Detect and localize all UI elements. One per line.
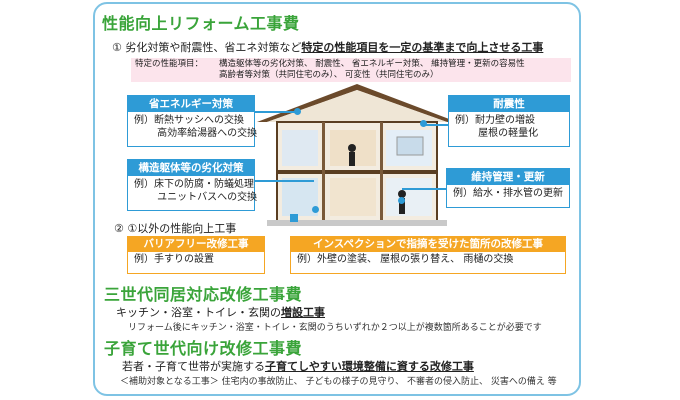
performance-items-text: 構造躯体等の劣化対策、 耐震性、 省エネルギー対策、 維持管理・更新の容易性高齢… [219, 59, 525, 80]
energy-connector [254, 111, 298, 113]
seismic-title: 耐震性 [449, 96, 569, 112]
section1-heading: 性能向上リフォーム工事費 [102, 14, 300, 33]
maintenance-dot [398, 197, 405, 204]
barrier-free-line: 例）手すりの設置 [134, 254, 214, 265]
energy-line-1: 例）断熱サッシへの交換 [134, 115, 244, 126]
energy-line-2: 高効率給湯器への交換 [134, 128, 258, 139]
barrier-free-title: バリアフリー改修工事 [128, 237, 264, 252]
energy-box: 省エネルギー対策 例）断熱サッシへの交換 高効率給湯器への交換 [127, 95, 258, 147]
inspection-box: インスペクションで指摘を受けた箇所の改修工事 例）外壁の塗装、 屋根の張り替え、… [290, 236, 566, 274]
energy-dot [294, 108, 301, 115]
item2-text: ② ①以外の性能向上工事 [114, 222, 237, 235]
maintenance-connector [402, 188, 446, 190]
seismic-line-2: 屋根の軽量化 [455, 128, 539, 139]
energy-title: 省エネルギー対策 [128, 96, 254, 112]
item1-text: ① 劣化対策や耐震性、省エネ対策など特定の性能項目を一定の基準まで向上させる工事 [112, 41, 544, 54]
section2-line2: リフォーム後にキッチン・浴室・トイレ・玄関のうちいずれか２つ以上が複数箇所あるこ… [128, 323, 542, 333]
deterioration-connector [254, 180, 314, 182]
performance-items-box: 特定の性能項目： 構造躯体等の劣化対策、 耐震性、 省エネルギー対策、 維持管理… [131, 58, 571, 82]
deterioration-line-2: ユニットバスへの交換 [134, 192, 258, 203]
section3-line2: ＜補助対象となる工事＞ 住宅内の事故防止、 子どもの様子の見守り、 不審者の侵入… [120, 377, 557, 387]
performance-items-label: 特定の性能項目： [135, 59, 204, 69]
seismic-dot [420, 120, 427, 127]
inspection-title: インスペクションで指摘を受けた箇所の改修工事 [291, 237, 565, 252]
seismic-box: 耐震性 例）耐力壁の増設 屋根の軽量化 [448, 95, 570, 147]
house-illustration [257, 84, 457, 226]
deterioration-dot [312, 206, 319, 213]
inspection-line: 例）外壁の塗装、 屋根の張り替え、 雨樋の交換 [297, 254, 514, 265]
section3-line1: 若者・子育て世帯が実施する子育てしやすい環境整備に資する改修工事 [122, 360, 474, 373]
deterioration-box: 構造躯体等の劣化対策 例）床下の防腐・防蟻処理 ユニットバスへの交換 [127, 159, 258, 211]
section3-heading: 子育て世代向け改修工事費 [104, 339, 303, 358]
section2-line1: キッチン・浴室・トイレ・玄関の増設工事 [116, 306, 325, 319]
deterioration-line-1: 例）床下の防腐・防蟻処理 [134, 179, 254, 190]
section2-heading: 三世代同居対応改修工事費 [104, 285, 303, 304]
maintenance-box: 維持管理・更新 例）給水・排水管の更新 [446, 168, 570, 208]
seismic-line-1: 例）耐力壁の増設 [455, 115, 535, 126]
maintenance-line-1: 例）給水・排水管の更新 [453, 188, 563, 199]
maintenance-title: 維持管理・更新 [447, 169, 569, 185]
deterioration-title: 構造躯体等の劣化対策 [128, 160, 254, 176]
seismic-connector [424, 124, 448, 126]
barrier-free-box: バリアフリー改修工事 例）手すりの設置 [127, 236, 265, 274]
